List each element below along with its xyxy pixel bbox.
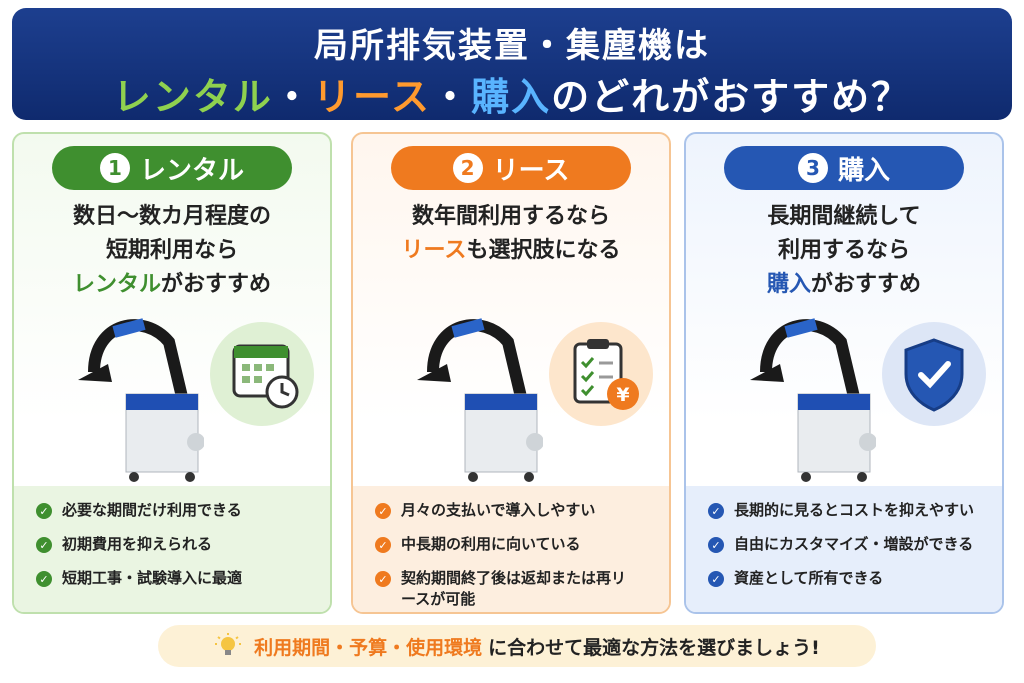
rental-desc-highlight: レンタル (72, 272, 161, 297)
rental-desc-rest: がおすすめ (161, 272, 272, 297)
rental-desc-line-2: 短期利用なら (105, 238, 238, 263)
purchase-desc-line-1: 長期間継続して (767, 204, 921, 229)
calendar-clock-icon (210, 322, 314, 426)
feature-text: 中長期の利用に向いている (401, 535, 581, 553)
check-icon: ✓ (375, 537, 391, 553)
list-item: ✓ 自由にカスタマイズ・増設ができる (708, 534, 1002, 555)
title-purchase: 購入 (471, 75, 552, 119)
fume-extractor-image (417, 318, 543, 482)
footer-text: に合わせて最適な方法を選びましょう! (488, 636, 820, 659)
title-banner: 局所排気装置・集塵機は レンタル・リース・購入のどれがおすすめ？ (12, 8, 1012, 120)
feature-text: 長期的に見るとコストを抑えやすい (734, 501, 975, 519)
rental-number: 1 (99, 153, 130, 183)
purchase-pill: 3 購入 (724, 146, 964, 190)
list-item: ✓ 中長期の利用に向いている (375, 534, 669, 555)
lightbulb-icon (215, 633, 242, 655)
list-item: ✓ 資産として所有できる (708, 568, 1002, 589)
title-sep-1: ・ (272, 75, 313, 119)
lease-title: リース (492, 155, 570, 186)
feature-text: 月々の支払いで導入しやすい (401, 501, 596, 519)
fume-extractor-image (750, 318, 876, 482)
purchase-number: 3 (797, 153, 828, 183)
check-icon: ✓ (708, 503, 724, 519)
purchase-desc-rest: がおすすめ (811, 272, 922, 297)
lease-desc-highlight: リース (401, 238, 467, 263)
title-line-1: 局所排気装置・集塵機は (314, 26, 710, 66)
lease-desc-line-1: 数年間利用するなら (411, 204, 610, 229)
feature-text: 必要な期間だけ利用できる (62, 501, 242, 519)
rental-desc-line-1: 数日〜数カ月程度の (72, 204, 271, 229)
feature-text: 初期費用を抑えられる (62, 535, 213, 553)
lease-description: 数年間利用するなら リースも選択肢になる (353, 200, 669, 268)
feature-text: 契約期間終了後は返却または再リースが可能 (401, 569, 627, 608)
check-icon: ✓ (375, 503, 391, 519)
purchase-desc-highlight: 購入 (766, 272, 811, 297)
purchase-description: 長期間継続して 利用するなら 購入がおすすめ (686, 200, 1002, 302)
shield-check-icon (882, 322, 986, 426)
check-icon: ✓ (36, 571, 52, 587)
check-icon: ✓ (708, 571, 724, 587)
feature-text: 短期工事・試験導入に最適 (62, 569, 243, 587)
check-icon: ✓ (375, 571, 391, 587)
title-tail: のどれがおすすめ？ (551, 75, 912, 119)
list-item: ✓ 月々の支払いで導入しやすい (375, 500, 669, 521)
footer-highlight: 利用期間・予算・使用環境 (254, 636, 483, 659)
rental-features: ✓ 必要な期間だけ利用できる ✓ 初期費用を抑えられる ✓ 短期工事・試験導入に最適 (14, 486, 330, 612)
clipboard-yen-icon: ¥ (549, 322, 653, 426)
lease-desc-rest: も選択肢になる (466, 238, 621, 263)
list-item: ✓ 短期工事・試験導入に最適 (36, 568, 330, 589)
title-sep-2: ・ (431, 75, 472, 119)
list-item: ✓ 初期費用を抑えられる (36, 534, 330, 555)
rental-desc-line-3: レンタルがおすすめ (14, 268, 330, 302)
rental-pill: 1 レンタル (52, 146, 292, 190)
title-lease: リース (312, 75, 432, 119)
list-item: ✓ 必要な期間だけ利用できる (36, 500, 330, 521)
check-icon: ✓ (708, 537, 724, 553)
list-item: ✓ 契約期間終了後は返却または再リースが可能 (375, 568, 669, 610)
lease-features: ✓ 月々の支払いで導入しやすい ✓ 中長期の利用に向いている ✓ 契約期間終了後は返却… (353, 486, 669, 612)
rental-description: 数日〜数カ月程度の 短期利用なら レンタルがおすすめ (14, 200, 330, 302)
lease-number: 2 (452, 153, 483, 183)
check-icon: ✓ (36, 537, 52, 553)
lease-desc-line-2: リースも選択肢になる (353, 234, 669, 268)
purchase-features: ✓ 長期的に見るとコストを抑えやすい ✓ 自由にカスタマイズ・増設ができる ✓ 資産と… (686, 486, 1002, 612)
svg-text:¥: ¥ (616, 384, 629, 406)
purchase-desc-line-2: 利用するなら (777, 238, 910, 263)
footer-tip: 利用期間・予算・使用環境 に合わせて最適な方法を選びましょう! (158, 625, 876, 667)
purchase-desc-line-3: 購入がおすすめ (686, 268, 1002, 302)
check-icon: ✓ (36, 503, 52, 519)
lease-pill: 2 リース (391, 146, 631, 190)
feature-text: 資産として所有できる (734, 569, 884, 587)
title-line-2: レンタル・リース・購入のどれがおすすめ？ (12, 66, 1012, 121)
feature-text: 自由にカスタマイズ・増設ができる (734, 535, 974, 553)
list-item: ✓ 長期的に見るとコストを抑えやすい (708, 500, 1002, 521)
fume-extractor-image (78, 318, 204, 482)
rental-title: レンタル (139, 155, 244, 186)
title-rental: レンタル (112, 75, 273, 119)
purchase-title: 購入 (837, 155, 890, 186)
